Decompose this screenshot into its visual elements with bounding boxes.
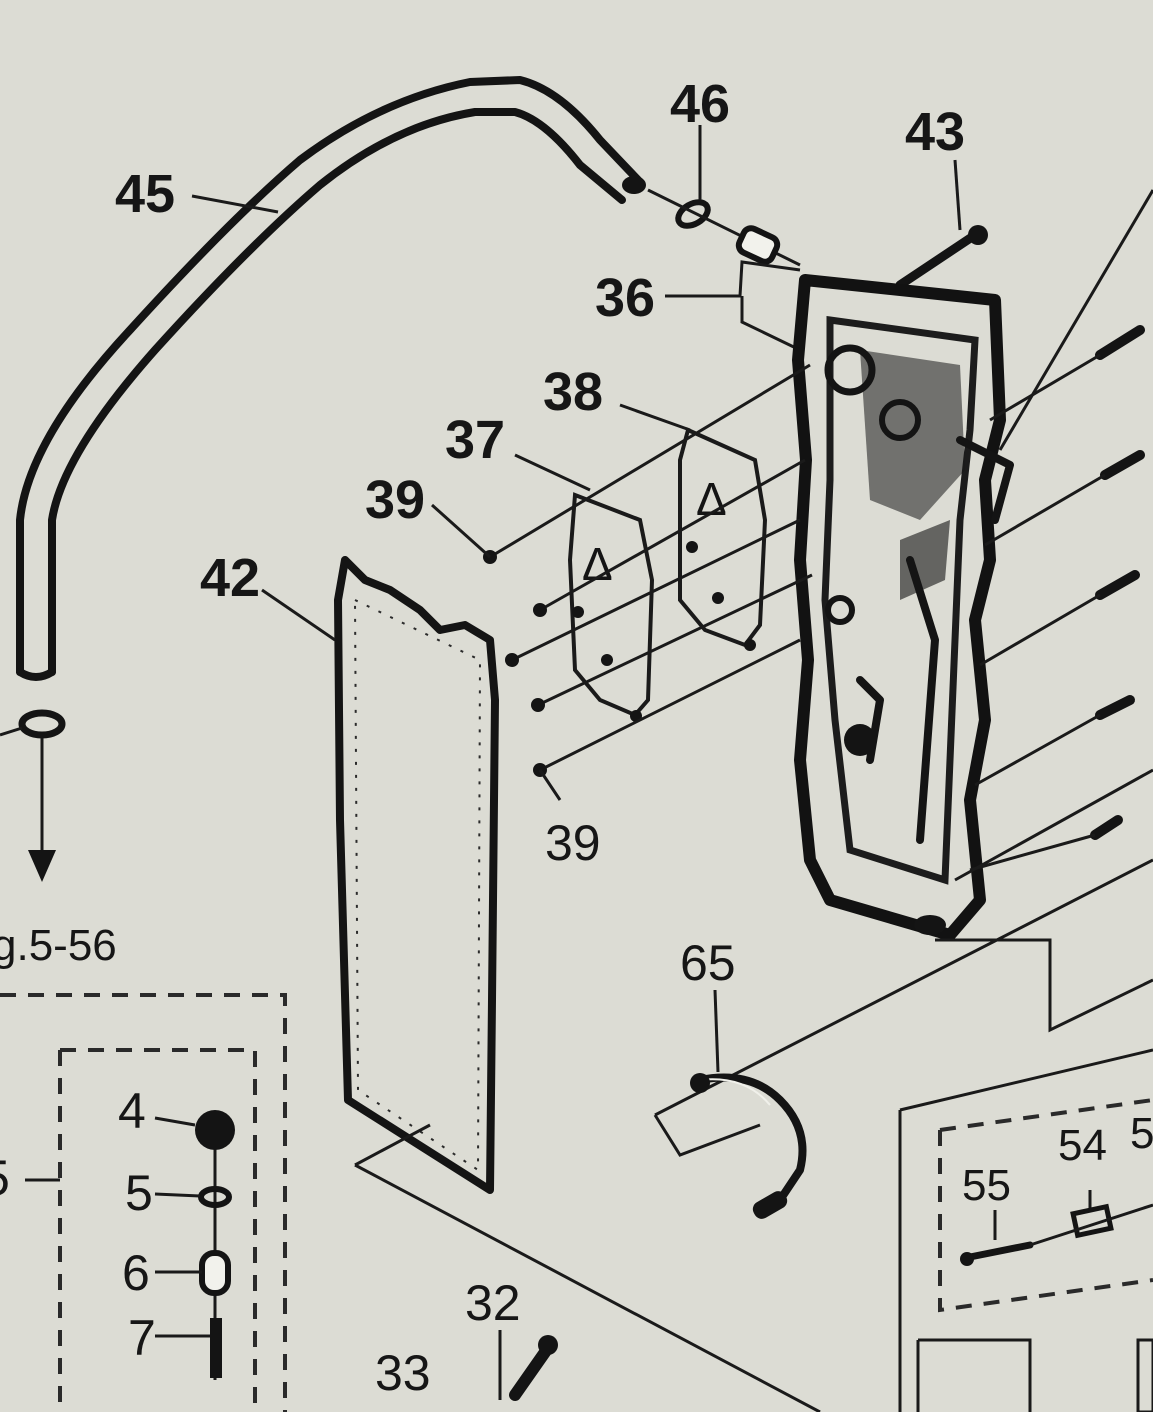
callout-55: 55 — [962, 1161, 1011, 1210]
callout-39-bottom: 39 — [545, 815, 601, 871]
gasket-38: Δ — [619, 403, 768, 651]
sensor-65 — [690, 989, 807, 1219]
part-7-bolt — [210, 1318, 222, 1378]
callout-38: 38 — [543, 362, 603, 422]
callout-42: 42 — [200, 548, 260, 608]
gasket-37: Δ — [514, 453, 655, 722]
fitting-36 — [665, 225, 801, 352]
bolts-right-edge — [969, 189, 1153, 872]
breather-hose-45 — [16, 76, 646, 681]
callout-36: 36 — [595, 268, 655, 328]
gasket-42 — [261, 556, 499, 1194]
callout-5-partial: 5 — [1130, 1109, 1153, 1158]
callout-43: 43 — [905, 102, 965, 162]
bolt-32 — [498, 1330, 558, 1401]
callout-7: 7 — [128, 1310, 156, 1366]
part-6-spacer — [199, 1250, 231, 1296]
callout-46: 46 — [670, 74, 730, 134]
sub-assembly-box — [898, 1048, 1153, 1412]
inset-parts-box — [0, 993, 287, 1412]
hose-clamp-bottom — [0, 709, 66, 882]
callout-6: 6 — [122, 1245, 150, 1301]
callout-4: 4 — [118, 1083, 146, 1139]
callout-45: 45 — [115, 164, 175, 224]
callout-54: 54 — [1058, 1121, 1107, 1170]
part-5-washer — [198, 1186, 232, 1208]
alignment-lines-39 — [430, 363, 813, 801]
boundary-lines — [354, 768, 1153, 1412]
left-edge-digit: 5 — [0, 1150, 10, 1206]
callout-37: 37 — [445, 410, 505, 470]
svg-text:Δ: Δ — [696, 473, 727, 525]
callout-65: 65 — [680, 935, 736, 991]
figure-reference: g.5-56 — [0, 921, 117, 970]
bolt-43 — [895, 159, 988, 290]
callout-39-top: 39 — [365, 470, 425, 530]
callout-labels: 45 46 43 36 38 37 39 39 42 65 55 54 5 4 … — [0, 74, 1153, 1401]
svg-text:Δ: Δ — [582, 538, 613, 590]
callout-32: 32 — [465, 1275, 521, 1331]
arrow-down-icon — [28, 850, 56, 882]
callout-33: 33 — [375, 1345, 431, 1401]
callout-5: 5 — [125, 1165, 153, 1221]
part-4-nut — [195, 1110, 235, 1150]
cover-housing — [792, 274, 1014, 941]
